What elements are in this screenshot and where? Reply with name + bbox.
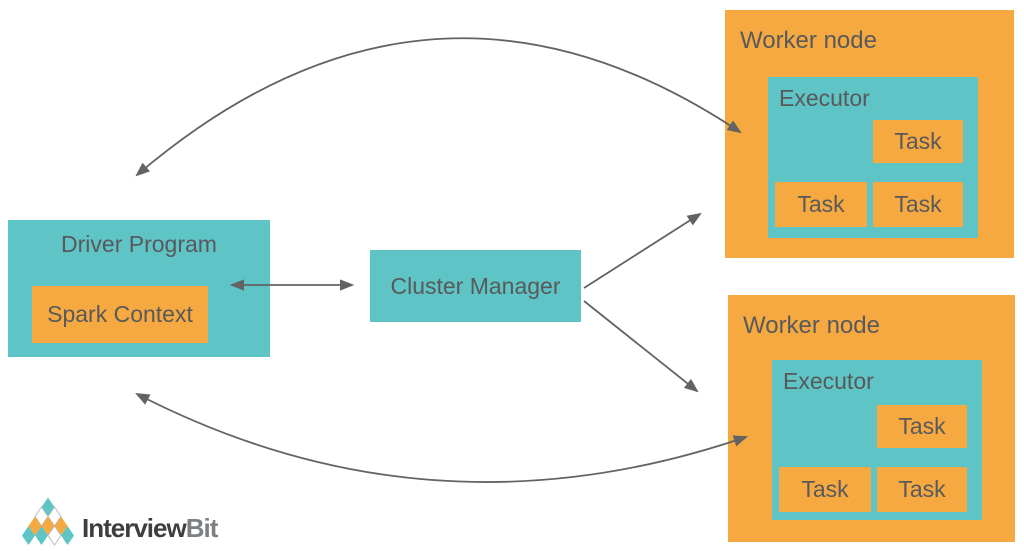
logo-diamond	[22, 526, 35, 545]
executor-2-label: Executor	[783, 368, 874, 394]
executor-2-box: Executor Task Task Task	[772, 360, 982, 520]
arrow-worker2-driver	[135, 393, 749, 483]
driver-program-box: Driver Program Spark Context	[8, 220, 270, 357]
task-box: Task	[873, 182, 963, 227]
arrow-cluster-worker2	[583, 300, 699, 393]
logo-text-bit: Bit	[185, 513, 219, 543]
task-box: Task	[779, 467, 871, 512]
task-label: Task	[898, 413, 946, 439]
logo-diamond	[35, 526, 48, 545]
spark-context-label: Spark Context	[47, 301, 193, 327]
arrow-cluster-worker1	[583, 212, 702, 289]
cluster-manager-label: Cluster Manager	[390, 272, 561, 299]
task-label: Task	[898, 476, 946, 502]
task-label: Task	[801, 476, 849, 502]
task-box: Task	[877, 467, 967, 512]
worker-node-2-box: Worker node Executor Task Task Task	[728, 295, 1015, 542]
logo-text-interview: Interview	[82, 513, 187, 543]
spark-context-box: Spark Context	[32, 286, 208, 343]
task-box: Task	[877, 405, 967, 448]
worker-node-1-label: Worker node	[740, 27, 877, 54]
interviewbit-logo-mark	[22, 497, 74, 546]
logo-diamond	[61, 526, 74, 545]
task-box: Task	[775, 182, 867, 227]
interviewbit-logo-text: InterviewBit	[82, 513, 219, 544]
driver-program-label: Driver Program	[61, 231, 217, 257]
logo-diamond	[47, 525, 62, 546]
arrow-driver-worker1	[135, 37, 742, 177]
task-box: Task	[873, 120, 963, 163]
executor-1-box: Executor Task Task Task	[768, 77, 978, 238]
task-label: Task	[894, 128, 942, 154]
task-label: Task	[797, 191, 845, 217]
interviewbit-logo: InterviewBit	[22, 497, 219, 546]
cluster-manager-box: Cluster Manager	[370, 250, 581, 322]
worker-node-1-box: Worker node Executor Task Task Task	[725, 10, 1014, 258]
worker-node-2-label: Worker node	[743, 312, 880, 339]
task-label: Task	[894, 191, 942, 217]
executor-1-label: Executor	[779, 85, 870, 111]
